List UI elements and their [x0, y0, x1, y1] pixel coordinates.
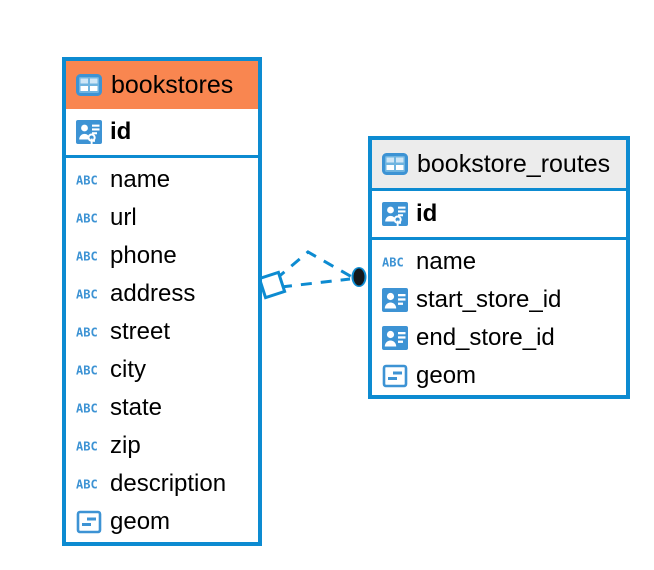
svg-text:ABC: ABC — [382, 256, 404, 270]
field-row-zip[interactable]: ABC zip — [66, 427, 258, 465]
relationship-line-lower — [280, 277, 351, 289]
field-row-phone[interactable]: ABC phone — [66, 237, 258, 275]
field-label: state — [110, 394, 163, 421]
field-row-geom[interactable]: geom — [372, 357, 626, 395]
abc-text-icon: ABC — [76, 288, 98, 302]
svg-text:ABC: ABC — [76, 212, 98, 226]
field-row-state[interactable]: ABC state — [66, 389, 258, 427]
foreign-key-icon — [382, 288, 408, 312]
field-row-name[interactable]: ABC name — [66, 161, 258, 199]
field-label: street — [110, 318, 171, 345]
entity-title: bookstore_routes — [417, 149, 611, 178]
svg-text:ABC: ABC — [76, 250, 98, 264]
abc-text-icon: ABC — [76, 402, 98, 416]
diamond-endpoint-icon — [257, 270, 287, 300]
entity-bookstores[interactable]: bookstores id — [62, 57, 262, 546]
field-label: name — [110, 166, 171, 193]
field-label: id — [110, 118, 132, 145]
abc-text-icon: ABC — [76, 478, 98, 492]
svg-text:ABC: ABC — [76, 478, 98, 492]
abc-text-icon: ABC — [76, 326, 98, 340]
primary-key-icon — [76, 120, 102, 144]
geometry-icon — [76, 510, 102, 534]
svg-text:ABC: ABC — [76, 440, 98, 454]
field-row-geom[interactable]: geom — [66, 503, 258, 541]
field-row-url[interactable]: ABC url — [66, 199, 258, 237]
primary-key-section-bookstore-routes: id — [372, 188, 626, 240]
entity-title: bookstores — [111, 70, 234, 99]
field-label: city — [110, 356, 146, 383]
field-label: start_store_id — [416, 286, 562, 313]
primary-key-icon — [382, 202, 408, 226]
abc-text-icon: ABC — [76, 440, 98, 454]
field-row-end-store-id[interactable]: end_store_id — [372, 319, 626, 357]
svg-text:ABC: ABC — [76, 174, 98, 188]
abc-text-icon: ABC — [76, 212, 98, 226]
svg-text:ABC: ABC — [76, 402, 98, 416]
field-row-city[interactable]: ABC city — [66, 351, 258, 389]
abc-text-icon: ABC — [382, 256, 404, 270]
field-label: url — [110, 204, 137, 231]
field-label: description — [110, 470, 227, 497]
field-row-description[interactable]: ABC description — [66, 465, 258, 503]
field-row-street[interactable]: ABC street — [66, 313, 258, 351]
field-label: address — [110, 280, 196, 307]
field-row-address[interactable]: ABC address — [66, 275, 258, 313]
field-label: zip — [110, 432, 141, 459]
primary-key-section-bookstores: id — [66, 109, 258, 158]
field-label: name — [416, 248, 477, 275]
fields-section-bookstore-routes: ABC name start_store_id — [372, 240, 626, 399]
abc-text-icon: ABC — [76, 364, 98, 378]
field-row-primary-key[interactable]: id — [372, 191, 626, 237]
svg-text:ABC: ABC — [76, 326, 98, 340]
field-label: geom — [416, 362, 477, 389]
fields-section-bookstores: ABC name ABC url ABC phone ABC — [66, 158, 258, 545]
svg-text:ABC: ABC — [76, 288, 98, 302]
entity-bookstore-routes[interactable]: bookstore_routes id — [368, 136, 630, 399]
abc-text-icon: ABC — [76, 250, 98, 264]
foreign-key-icon — [382, 326, 408, 350]
field-label: id — [416, 200, 438, 227]
field-label: end_store_id — [416, 324, 555, 351]
abc-text-icon: ABC — [76, 174, 98, 188]
relationship-line-upper — [275, 250, 353, 281]
field-row-primary-key[interactable]: id — [66, 109, 258, 155]
field-label: phone — [110, 242, 177, 269]
entity-header-bookstores[interactable]: bookstores — [66, 61, 258, 109]
geometry-icon — [382, 364, 408, 388]
filled-circle-endpoint-icon — [351, 267, 367, 287]
table-icon — [76, 74, 102, 96]
field-label: geom — [110, 508, 171, 535]
field-row-start-store-id[interactable]: start_store_id — [372, 281, 626, 319]
svg-text:ABC: ABC — [76, 364, 98, 378]
table-icon — [382, 153, 408, 175]
entity-header-bookstore-routes[interactable]: bookstore_routes — [372, 140, 626, 188]
field-row-name[interactable]: ABC name — [372, 243, 626, 281]
